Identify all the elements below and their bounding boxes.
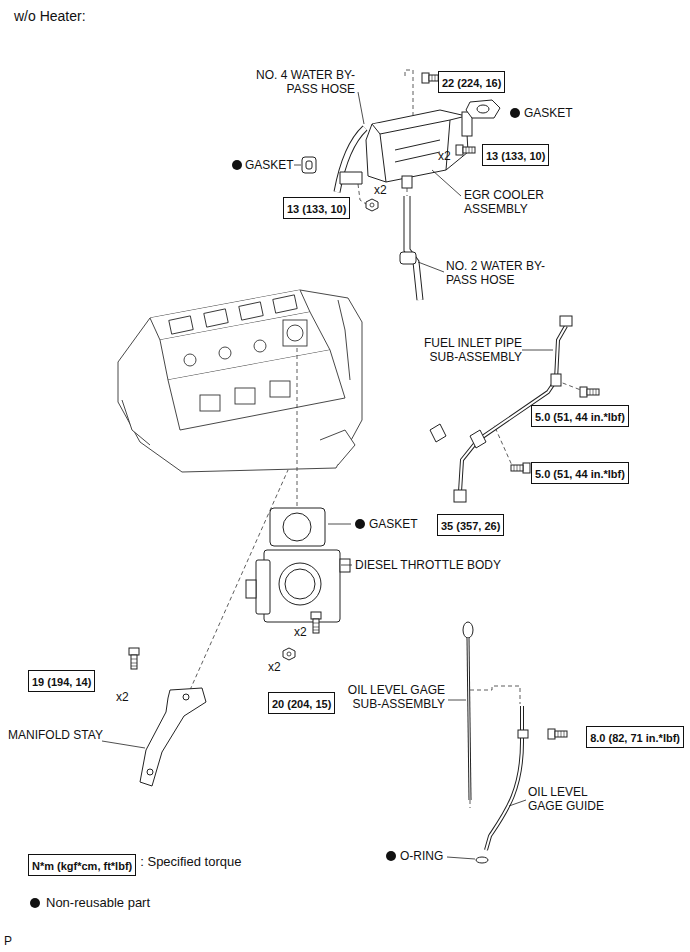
part-label: OIL LEVEL GAGE GUIDE: [528, 785, 613, 813]
torque-value: 13 (133, 10): [287, 203, 346, 215]
torque-value: 20 (204, 15): [272, 698, 331, 710]
torque-box: 13 (133, 10): [482, 144, 549, 166]
part-label: FUEL INLET PIPE SUB-ASSEMBLY: [392, 336, 522, 364]
torque-box: 22 (224, 16): [438, 71, 505, 93]
quantity-callout: x2: [374, 183, 387, 197]
part-label: GASKET: [524, 106, 573, 120]
torque-box: 19 (194, 14): [28, 670, 95, 692]
torque-value: 8.0 (82, 71 in.*lbf): [590, 732, 680, 744]
torque-box: 20 (204, 15): [268, 692, 335, 714]
torque-box: 5.0 (51, 44 in.*lbf): [531, 462, 629, 484]
torque-box: 5.0 (51, 44 in.*lbf): [531, 405, 629, 427]
page-mark: P: [4, 934, 12, 948]
quantity-callout: x2: [438, 149, 451, 163]
part-label: DIESEL THROTTLE BODY: [355, 558, 501, 572]
legend-text: Non-reusable part: [46, 896, 150, 910]
legend-torque-box: N*m (kgf*cm, ft*lbf): [28, 854, 136, 876]
torque-value: 19 (194, 14): [32, 676, 91, 688]
quantity-callout: x2: [268, 660, 281, 674]
torque-value: 35 (357, 26): [441, 520, 500, 532]
part-label: O-RING: [400, 849, 443, 863]
part-label: GASKET: [369, 517, 418, 531]
quantity-callout: x2: [294, 625, 307, 639]
torque-box: 13 (133, 10): [283, 197, 350, 219]
part-label: GASKET: [245, 158, 294, 172]
torque-value: 5.0 (51, 44 in.*lbf): [535, 411, 625, 423]
part-label: NO. 4 WATER BY-PASS HOSE: [250, 68, 355, 96]
non-reusable-dot: [30, 108, 520, 908]
part-label: MANIFOLD STAY: [8, 728, 103, 742]
torque-box: 8.0 (82, 71 in.*lbf): [586, 726, 684, 748]
part-label: OIL LEVEL GAGE SUB-ASSEMBLY: [330, 683, 445, 711]
torque-value: 5.0 (51, 44 in.*lbf): [535, 468, 625, 480]
part-label: EGR COOLER ASSEMBLY: [464, 188, 564, 216]
quantity-callout: x2: [116, 690, 129, 704]
torque-box: 35 (357, 26): [437, 514, 504, 536]
torque-value: 22 (224, 16): [442, 77, 501, 89]
diagram-title: w/o Heater:: [14, 8, 86, 24]
part-label: NO. 2 WATER BY-PASS HOSE: [446, 259, 551, 287]
torque-value: N*m (kgf*cm, ft*lbf): [32, 860, 132, 872]
legend-text: : Specified torque: [140, 855, 241, 869]
torque-value: 13 (133, 10): [486, 150, 545, 162]
